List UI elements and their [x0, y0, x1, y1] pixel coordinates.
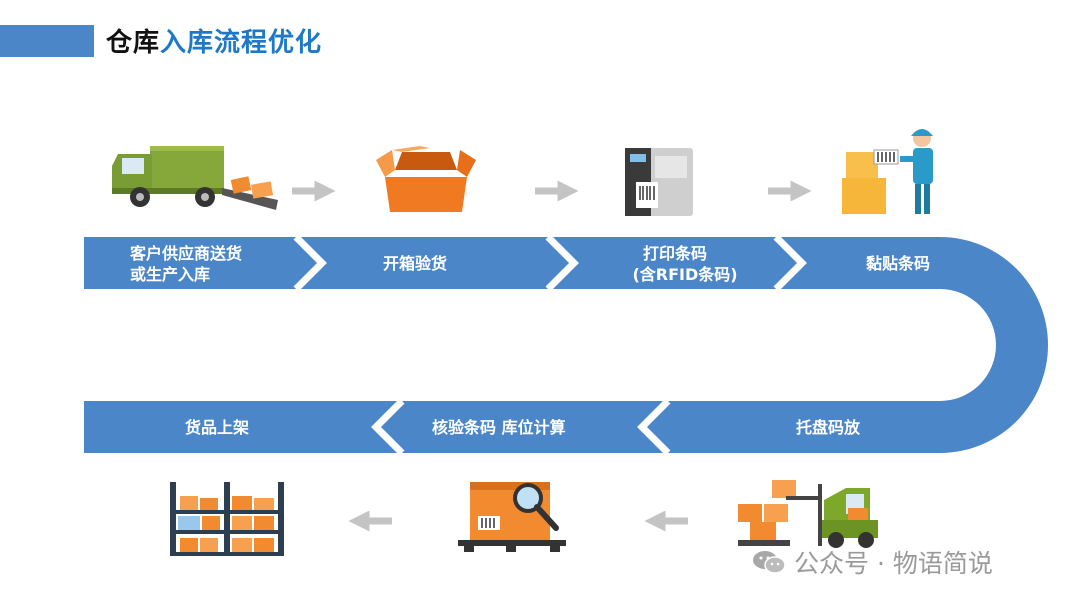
title-accent-bar [0, 25, 94, 57]
page-title: 仓库入库流程优化 [106, 22, 322, 59]
flow-band [84, 237, 1048, 453]
step-label-shelving: 货品上架 [185, 418, 249, 437]
barcode-printer-icon [625, 148, 693, 216]
step-label-palletize: 托盘码放 [796, 418, 861, 437]
chevron-separators [293, 234, 807, 456]
worker-labeling-icon [842, 129, 933, 214]
watermark-text: 公众号 · 物语简说 [794, 549, 993, 578]
title-part-warehouse: 仓库 [106, 28, 161, 58]
step-label-verify-location: 核验条码 库位计算 [432, 418, 566, 437]
barcode-inspection-icon [458, 482, 566, 552]
step-label-attach-barcode: 黏贴条码 [866, 254, 930, 273]
delivery-truck-icon [112, 146, 278, 210]
flow-arrows [292, 180, 812, 532]
step-label-print-barcode: 打印条码(含RFID条码) [632, 244, 737, 284]
step-label-unbox-inspect: 开箱验货 [383, 254, 447, 273]
title-part-process: 入库流程优化 [160, 28, 323, 58]
wechat-icon [753, 551, 786, 574]
warehouse-shelf-icon [170, 482, 284, 556]
step-label-delivery: 客户供应商送货或生产入库 [130, 244, 242, 284]
forklift-pallet-icon [738, 480, 878, 548]
watermark: 公众号 · 物语简说 [752, 544, 993, 580]
open-box-icon [376, 146, 476, 212]
